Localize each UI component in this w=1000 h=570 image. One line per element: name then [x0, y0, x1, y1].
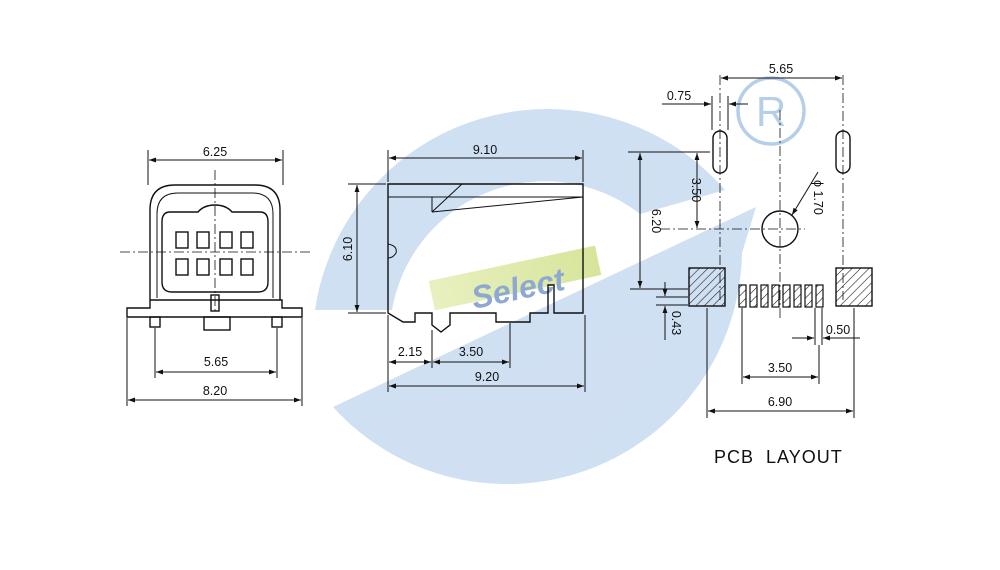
- dim-pcb-hole-to-pads: 6.20: [649, 209, 663, 233]
- pcb-slot-right: [835, 130, 851, 174]
- dim-pcb-slot-to-hole: 3.50: [689, 178, 703, 202]
- dim-pcb-pad-height: 0.43: [669, 311, 683, 335]
- pcb-slot-left: [712, 130, 728, 174]
- dim-side-length-overall: 9.20: [475, 370, 499, 384]
- dim-pcb-pad-width: 0.50: [826, 323, 850, 337]
- pcb-layout-title: PCB LAYOUT: [714, 447, 843, 467]
- registered-mark-letter: R: [756, 88, 786, 135]
- pcb-pad-right: [835, 267, 873, 307]
- pcb-pad-left: [688, 267, 726, 307]
- dim-side-length-top: 9.10: [473, 143, 497, 157]
- dim-front-pitch: 5.65: [204, 355, 228, 369]
- dim-side-offset: 2.15: [398, 345, 422, 359]
- dim-side-pin-spacing: 3.50: [459, 345, 483, 359]
- pcb-hole: [761, 210, 799, 248]
- dim-front-width-overall: 8.20: [203, 384, 227, 398]
- dim-side-height: 6.10: [341, 237, 355, 261]
- pcb-layout: 5.65 0.75 3.50 6.20 0.43 ϕ 1.70 0.50: [628, 62, 873, 467]
- dim-pcb-slot-width: 0.75: [667, 89, 691, 103]
- dim-front-width-top: 6.25: [203, 145, 227, 159]
- watermark-banner: [428, 245, 602, 311]
- watermark-ring-bottom-2: [365, 330, 652, 482]
- pcb-signal-pads: [738, 284, 824, 308]
- dim-pcb-slot-spacing: 5.65: [769, 62, 793, 76]
- dim-pcb-pad-span: 3.50: [768, 361, 792, 375]
- front-view: 6.25 5.65 8.20: [120, 145, 310, 406]
- dim-pcb-overall-span: 6.90: [768, 395, 792, 409]
- dim-pcb-hole-diameter: ϕ 1.70: [811, 180, 825, 215]
- side-view: 9.10 6.10 2.15 3.50 9.20: [341, 143, 586, 392]
